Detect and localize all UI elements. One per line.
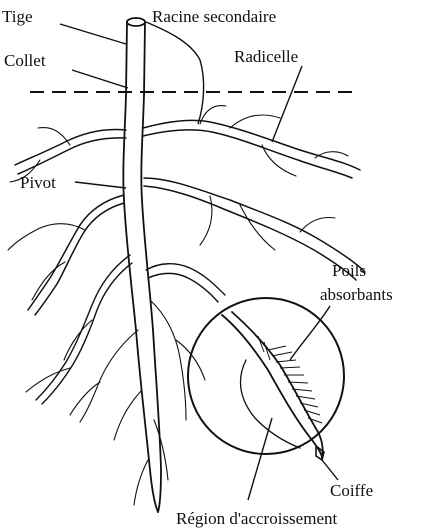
label-region-accroissement: Région d'accroissement	[176, 509, 337, 528]
label-pivot: Pivot	[20, 173, 56, 192]
label-poils: Poils	[332, 261, 366, 280]
label-coiffe: Coiffe	[330, 481, 373, 500]
label-racine-secondaire: Racine secondaire	[152, 7, 276, 26]
label-absorbants: absorbants	[320, 285, 393, 304]
label-tige: Tige	[2, 7, 33, 26]
stem	[126, 18, 145, 95]
taproot	[123, 95, 161, 512]
label-collet: Collet	[4, 51, 46, 70]
secondary-roots	[8, 106, 365, 505]
magnified-root-tip	[188, 298, 344, 460]
leader-lines	[60, 22, 338, 500]
label-radicelle: Radicelle	[234, 47, 298, 66]
